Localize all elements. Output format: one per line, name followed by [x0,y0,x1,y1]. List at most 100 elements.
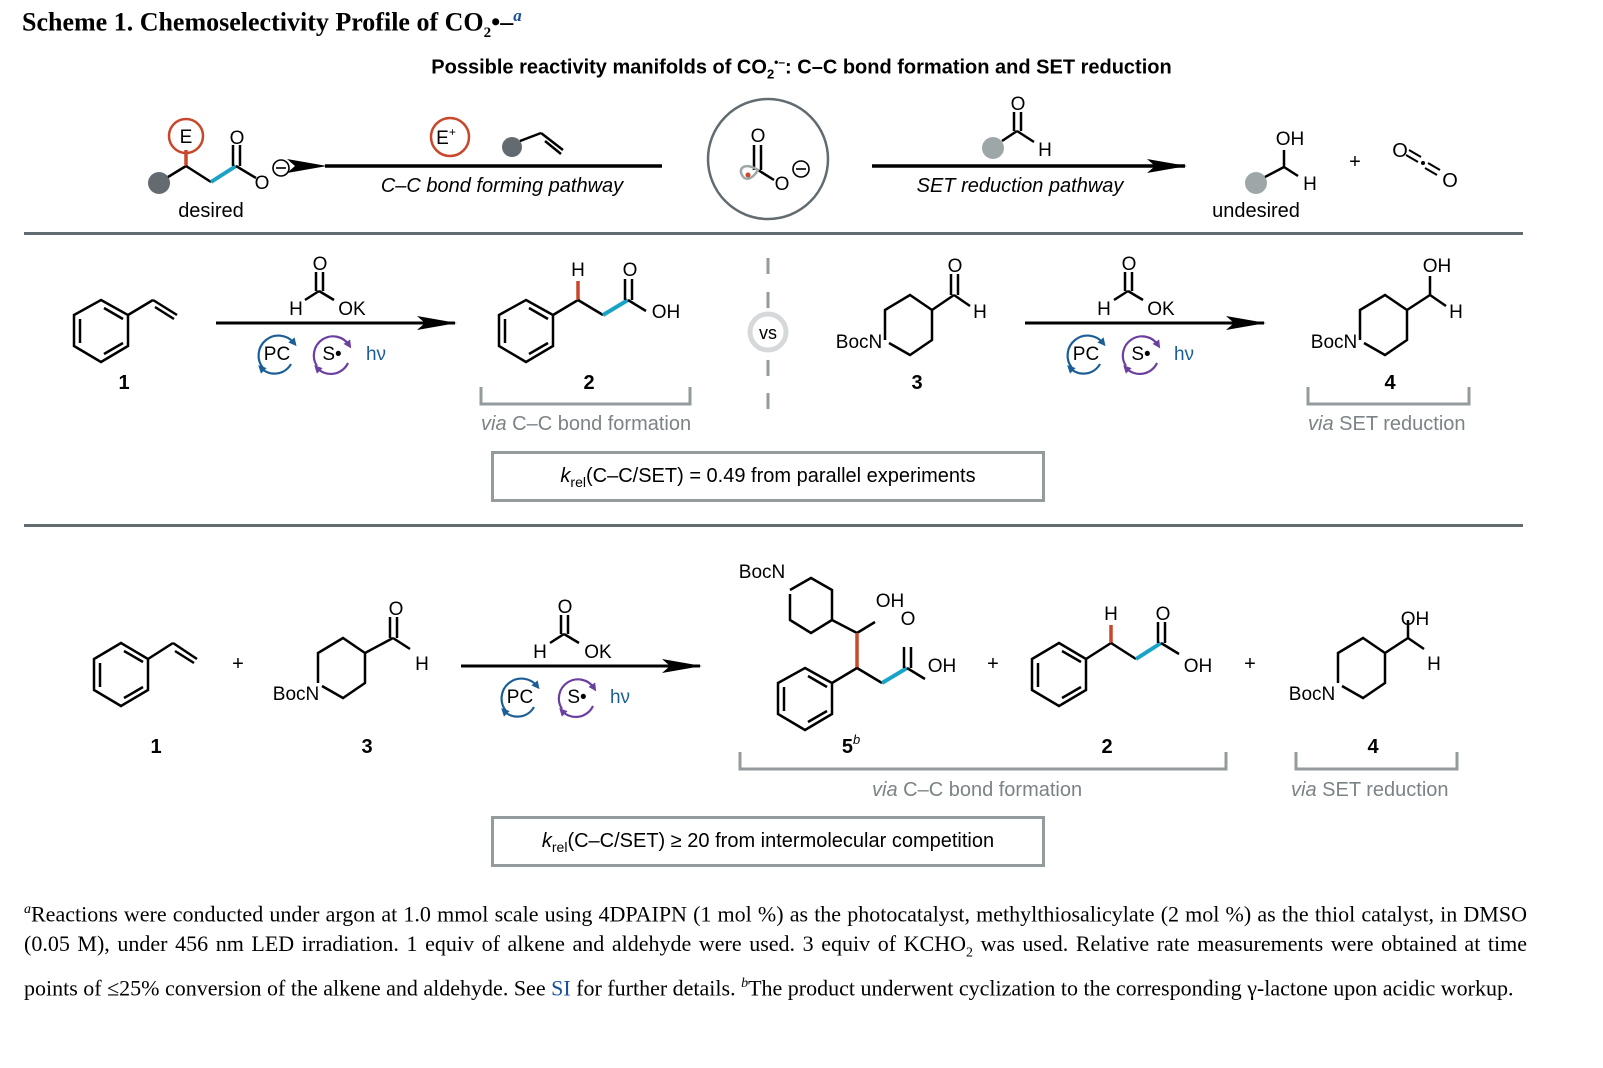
atom-OH: OH [652,302,681,323]
styrene-structure [72,298,178,364]
atom-O: O [948,256,963,277]
substituent-ball-light [982,137,1004,159]
atom-O: O [751,126,766,147]
light-hv-label: hν [610,687,630,708]
atom-H: H [1104,604,1118,625]
title-text: Scheme 1. Chemoselectivity Profile of CO [22,7,484,37]
footnote-text: Reactions were conducted under argon at … [24,901,1527,957]
pc-label: PC [264,344,290,365]
title-footnote-marker[interactable]: a [513,6,522,25]
thiyl-cycle-icon: S• [312,335,352,375]
atom-H: H [1449,302,1463,323]
alcohol-4-structure [1336,620,1425,700]
atom-O: O [901,609,916,630]
vs-label: vs [759,323,777,343]
substituent-ball-dark [148,172,170,194]
product-2-structure [497,279,647,364]
atom-O: O [1392,140,1408,162]
krel-text: (C–C/SET) = 0.49 from parallel experimen… [585,465,976,487]
atom-OK: OK [1147,299,1175,320]
aldehyde-3-structure [883,274,971,357]
thiyl-label: S• [322,344,341,365]
compound-label-3: 3 [911,372,922,394]
subtitle-text: Possible reactivity manifolds of CO [431,56,767,79]
footnote-text: was used. Relative rate measurements wer… [24,931,1528,1001]
photocatalyst-cycle-icon: PC [257,334,297,375]
via-cc-label: via C–C bond formation [481,413,691,436]
atom-OH: OH [1423,256,1452,277]
atom-O: O [230,128,245,149]
undesired-label: undesired [1212,200,1300,222]
footnote-text: for further details. [570,975,742,1001]
footnote-a-marker: a [24,902,31,917]
bocn-label: BocN [739,562,785,583]
atom-OH: OH [1184,656,1213,677]
scheme-title: Scheme 1. Chemoselectivity Profile of CO… [22,6,522,42]
atom-O: O [389,599,404,620]
subtitle-sub: 2 [766,66,775,82]
via-cc-label: via C–C bond formation [872,779,1082,802]
atom-H: H [289,299,303,320]
orbital-lobe [739,164,760,180]
pc-label: PC [1073,344,1099,365]
aldehyde-3-structure [316,617,411,700]
thiyl-cycle-icon: S• [557,678,597,718]
thiyl-label: S• [567,687,586,708]
compound-label-2: 2 [583,372,594,394]
atom-H: H [973,302,987,323]
alkene-bond [519,131,564,155]
atom-OK: OK [338,299,366,320]
bocn-label: BocN [836,332,882,353]
via-rest: SET reduction [1316,779,1449,801]
compound-label-5: 5b [842,732,860,758]
bracket-cc [738,752,1228,771]
thiyl-cycle-icon: S• [1121,335,1161,375]
scheme-graphic: E O O desired E+ C–C bond forming pathwa… [72,94,1471,771]
krel-competition-box: krel(C–C/SET) ≥ 20 from intermolecular c… [491,816,1045,867]
formate-reagent: O H OK [1097,254,1175,320]
atom-H: H [1427,654,1441,675]
atom-O: O [313,254,328,275]
atom-O: O [558,597,573,618]
bracket-set [1294,752,1459,771]
via-rest: C–C bond formation [506,413,692,435]
scheme-subtitle: Possible reactivity manifolds of CO2•–: … [0,55,1603,82]
compound-label-3: 3 [361,736,372,758]
co2-radical-anion-circle [706,97,830,221]
atom-H: H [571,260,585,281]
section-divider [24,232,1523,235]
atom-H: H [533,642,547,663]
via-word: via [1291,779,1317,801]
electrophile-cation-circle [429,116,471,158]
atom-OH: OH [928,656,957,677]
styrene-structure [92,641,198,708]
plus-sign: + [1349,151,1361,173]
via-set-label: via SET reduction [1291,779,1449,802]
radical-dot [745,172,751,178]
light-hv-label: hν [1174,344,1194,365]
atom-O: O [1122,254,1137,275]
blue-bond [209,164,238,184]
product-5-structure [776,576,926,732]
via-set-label: via SET reduction [1308,413,1466,436]
subtitle-sup: •– [774,55,786,69]
atom-H: H [415,654,429,675]
scheme-footnote: aReactions were conducted under argon at… [24,895,1527,1003]
plus-sign: + [232,653,244,675]
atom-OK: OK [584,642,612,663]
via-rest: C–C bond formation [897,779,1083,801]
compound-label-4: 4 [1384,372,1396,394]
plus-sign: + [987,653,999,675]
subtitle-suffix: : C–C bond formation and SET reduction [785,56,1172,79]
via-word: via [481,413,507,435]
si-link[interactable]: SI [551,975,571,1001]
aldehyde-bonds [1001,112,1035,144]
atom-O: O [255,173,270,194]
bocn-label: BocN [273,684,319,705]
krel-sub: rel [551,839,568,855]
atom-O: O [623,260,638,281]
atom-H: H [1038,140,1052,161]
title-radical-anion: •– [491,7,514,37]
bracket-cc [479,387,692,406]
footnote-sub: 2 [965,945,973,961]
